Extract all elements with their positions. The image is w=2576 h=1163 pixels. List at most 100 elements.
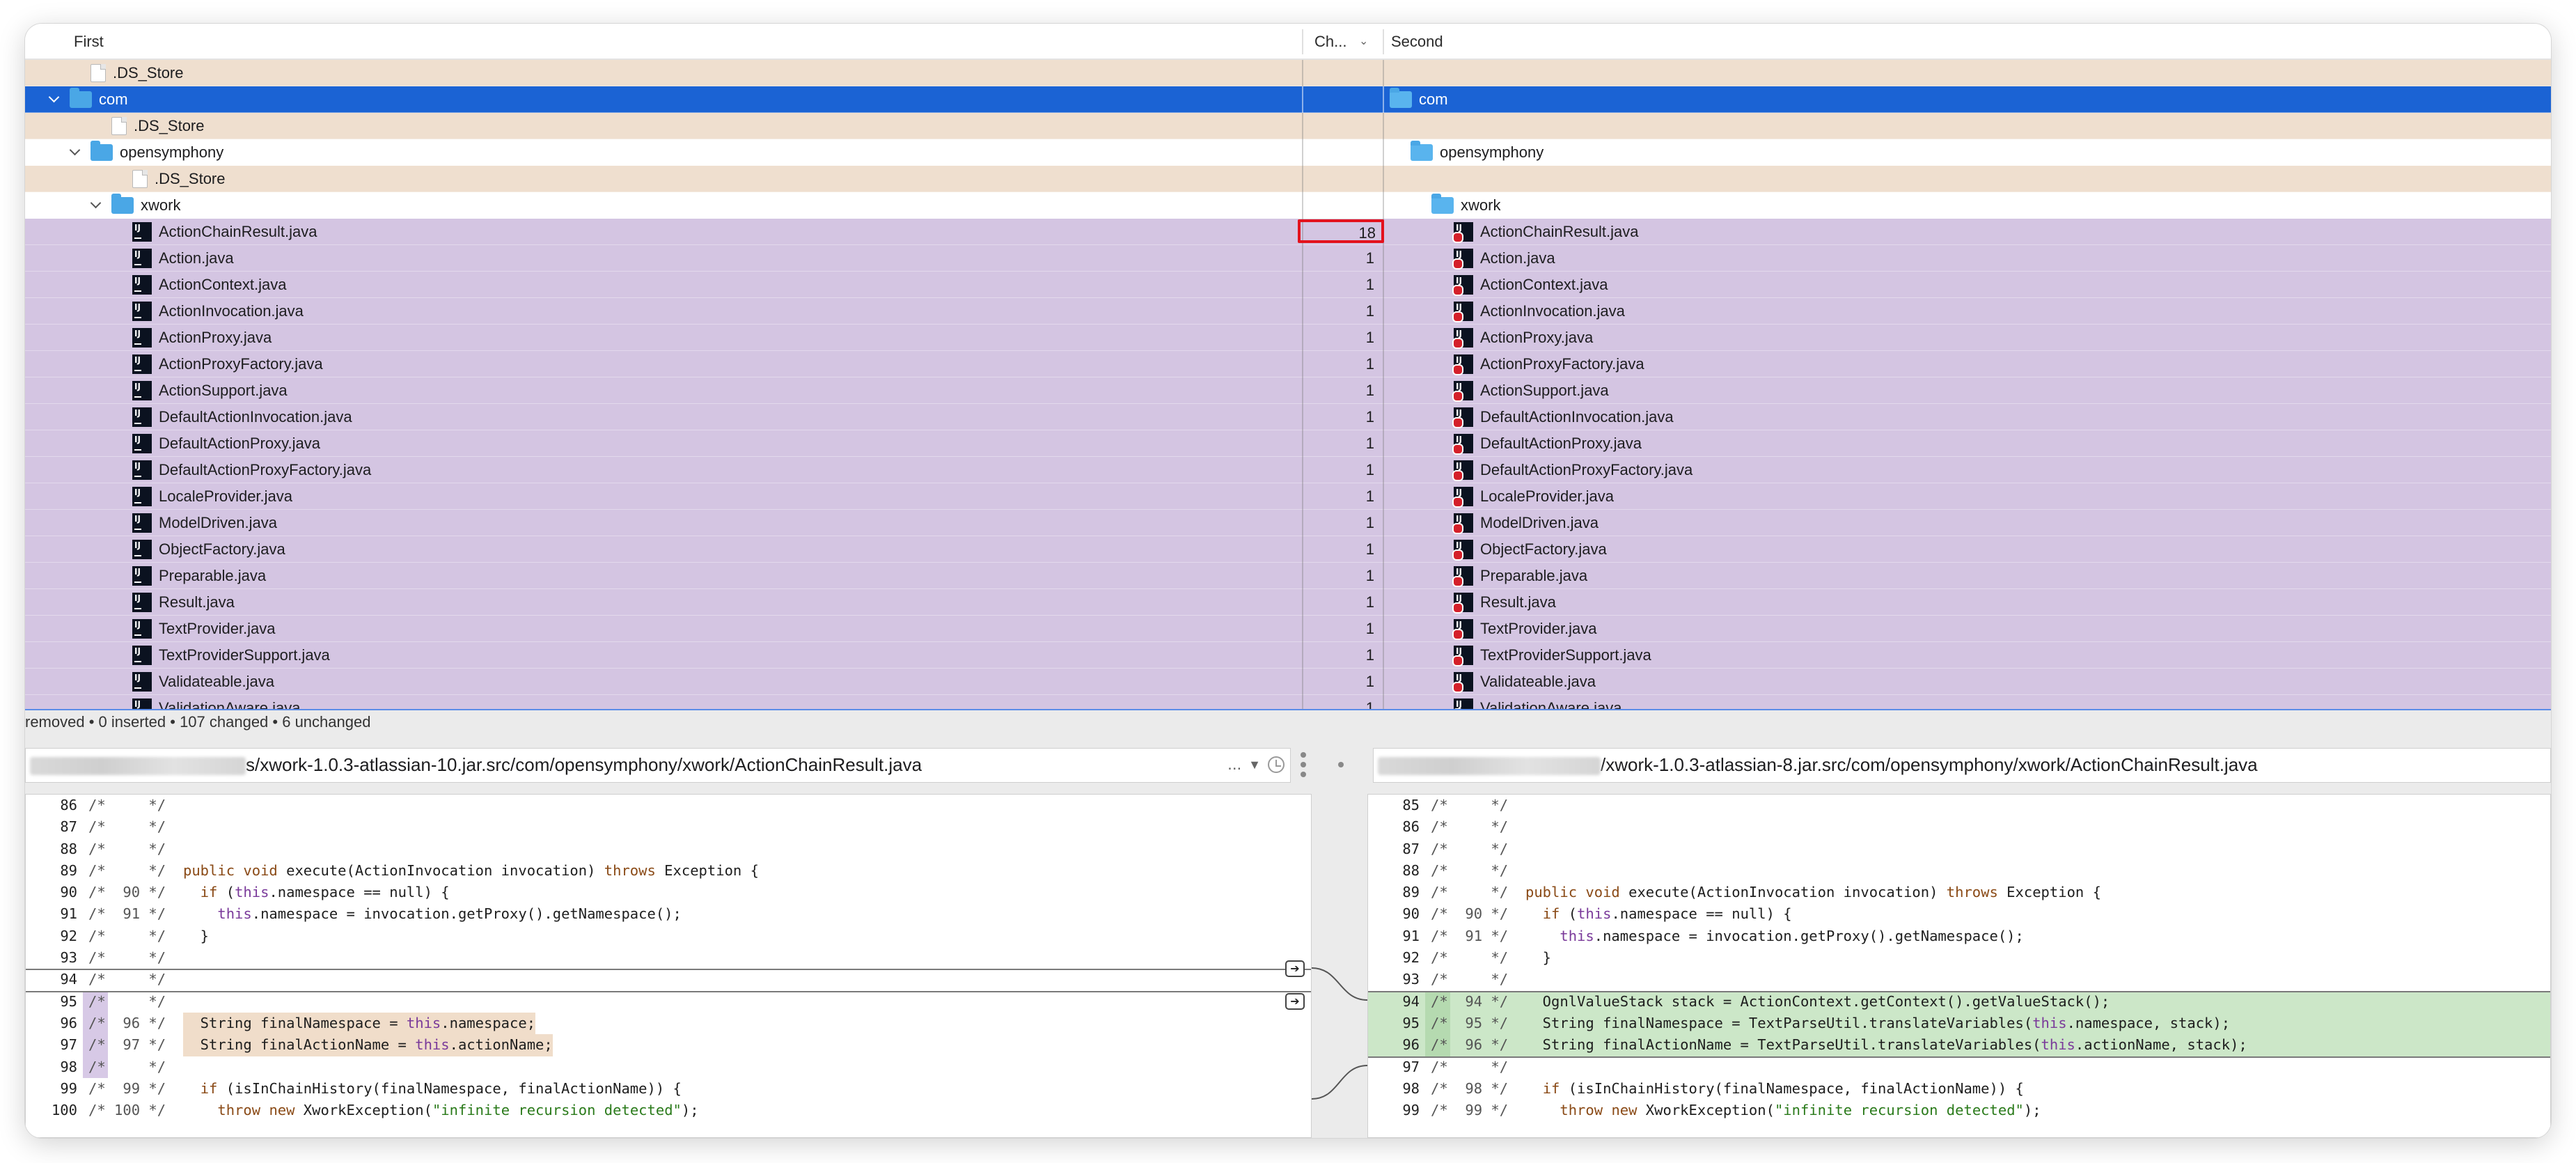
left-item-name: ActionChainResult.java xyxy=(159,223,317,240)
line-number: 90 xyxy=(60,884,77,901)
column-header-first[interactable]: First xyxy=(74,33,104,50)
right-item-name: DefaultActionProxyFactory.java xyxy=(1480,461,1693,478)
tree-row[interactable]: .DS_Store xyxy=(25,60,2551,86)
code-text: OgnlValueStack stack = ActionContext.get… xyxy=(1525,992,2110,1010)
left-item-name: Validateable.java xyxy=(159,673,274,690)
code-line: 88/* */ xyxy=(1368,860,2550,882)
copy-right-arrow-icon[interactable]: ➔ xyxy=(1285,993,1305,1010)
change-count: 1 xyxy=(1365,487,1374,505)
java-file-modified-icon: IJ xyxy=(1452,460,1473,481)
dropdown-icon[interactable]: ▼ xyxy=(1248,758,1261,772)
java-file-modified-icon: IJ xyxy=(1452,593,1473,614)
file-icon xyxy=(132,170,148,188)
code-line: 95/* */ xyxy=(26,990,1311,1013)
left-item-name: .DS_Store xyxy=(155,170,226,187)
change-count xyxy=(1303,113,1383,139)
line-number: 89 xyxy=(1402,884,1420,901)
chevron-down-icon[interactable] xyxy=(89,198,103,212)
path-menu-button[interactable]: ... xyxy=(1227,755,1242,774)
copy-right-arrow-icon[interactable]: ➔ xyxy=(1285,960,1305,977)
change-count: 1 xyxy=(1365,620,1374,637)
left-item-name: ActionProxyFactory.java xyxy=(159,355,323,373)
column-header-changes[interactable]: Ch... xyxy=(1314,33,1347,50)
code-line: 96/* 96 */ String finalNamespace = this.… xyxy=(26,1012,1311,1035)
change-count: 1 xyxy=(1365,355,1374,373)
right-path-bar[interactable]: /xwork-1.0.3-atlassian-8.jar.src/com/ope… xyxy=(1373,748,2551,783)
sort-chevron-icon[interactable]: ⌄ xyxy=(1359,36,1369,47)
java-file-icon: IJ xyxy=(132,540,152,559)
tree-row[interactable]: .DS_Store xyxy=(25,166,2551,192)
java-file-icon: IJ xyxy=(132,672,152,692)
line-number: 90 xyxy=(1402,905,1420,923)
line-number: 93 xyxy=(1402,971,1420,988)
column-header-second[interactable]: Second xyxy=(1391,33,1443,50)
tree-row[interactable]: .DS_Store xyxy=(25,113,2551,139)
line-number: 96 xyxy=(60,1014,77,1031)
history-icon[interactable] xyxy=(1268,756,1285,773)
left-code-pane[interactable]: 86/* */87/* */88/* */89/* */public void … xyxy=(25,794,1312,1138)
change-count: 1 xyxy=(1365,408,1374,426)
chevron-down-icon[interactable] xyxy=(47,93,61,107)
code-text: String finalActionName = TextParseUtil.t… xyxy=(1525,1036,2247,1054)
code-line: 86/* */ xyxy=(26,795,1311,816)
right-item-name: DefaultActionProxy.java xyxy=(1480,435,1642,452)
right-item-name: Validateable.java xyxy=(1480,673,1596,690)
change-count: 1 xyxy=(1365,435,1374,452)
code-line: 95/* 95 */ String finalNamespace = TextP… xyxy=(1368,1012,2550,1035)
chevron-down-icon[interactable] xyxy=(68,146,82,159)
line-comment: /* 91 */ xyxy=(1431,927,1509,944)
java-file-modified-icon: IJ xyxy=(1452,672,1473,693)
line-comment: /* */ xyxy=(88,971,166,988)
left-item-name: Result.java xyxy=(159,593,235,611)
right-item: opensymphony xyxy=(1411,139,1544,166)
change-count: 1 xyxy=(1365,646,1374,664)
java-file-icon: IJ xyxy=(132,302,152,321)
left-item-name: DefaultActionProxyFactory.java xyxy=(159,461,372,478)
left-item-name: TextProviderSupport.java xyxy=(159,646,330,664)
right-code-pane[interactable]: 85/* */86/* */87/* */88/* */89/* */publi… xyxy=(1367,794,2551,1138)
right-item-name: ActionContext.java xyxy=(1480,276,1608,293)
change-count: 1 xyxy=(1365,302,1374,320)
code-text: } xyxy=(1525,949,1552,967)
pane-splitter-handle[interactable] xyxy=(1299,751,1307,781)
left-path-bar[interactable]: s/xwork-1.0.3-atlassian-10.jar.src/com/o… xyxy=(25,748,1291,783)
right-item-name: xwork xyxy=(1461,196,1501,214)
line-number: 87 xyxy=(1402,840,1420,857)
line-comment: /* 99 */ xyxy=(1431,1102,1509,1119)
folder-icon xyxy=(91,141,113,161)
line-number: 97 xyxy=(1402,1058,1420,1075)
